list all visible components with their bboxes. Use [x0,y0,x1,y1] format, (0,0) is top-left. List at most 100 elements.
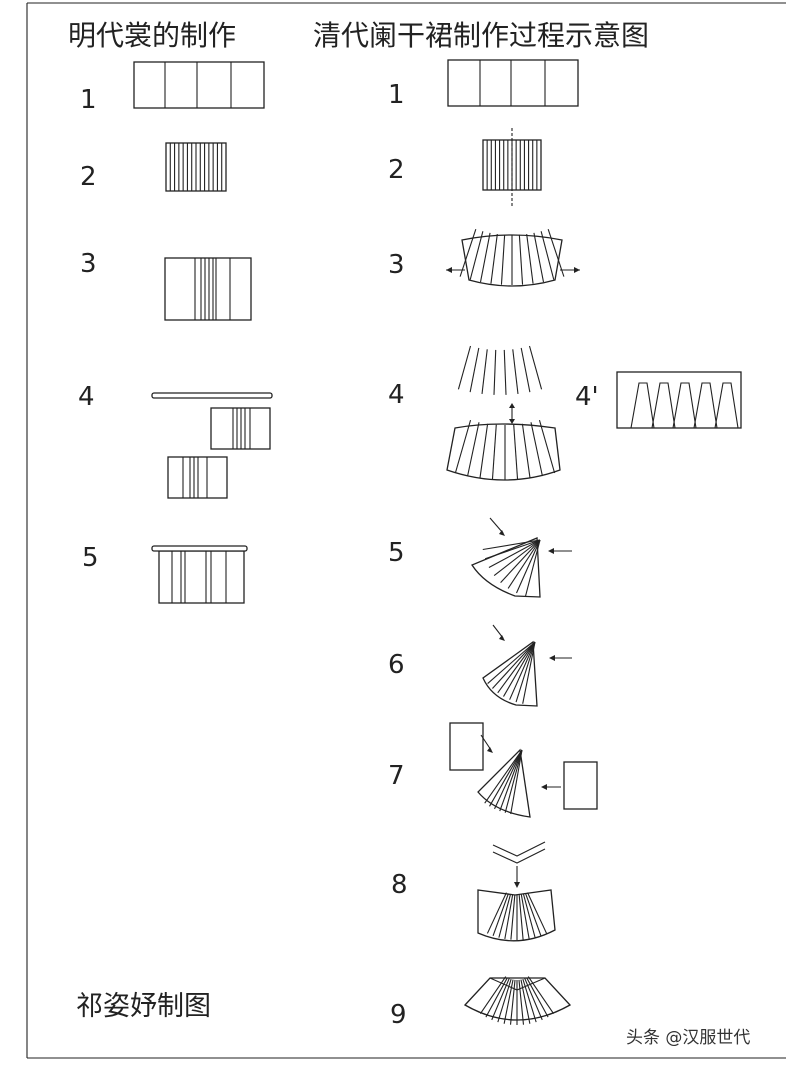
triangle-pleat [651,382,676,429]
pleat-line [497,978,512,1023]
pleat-line [510,749,523,815]
pleat-line [500,539,541,583]
pleat-line [528,345,543,390]
pleat-line [520,979,531,1024]
pleat-line [520,347,531,393]
qing-step-4-fan [446,420,561,481]
pleat-line [524,978,543,1021]
pleat-line [522,978,537,1023]
pleat-line [512,349,519,395]
pleat-line [498,894,512,938]
pleat-line [469,347,480,393]
pleat-line [485,977,508,1018]
triangle-pleat [693,382,718,429]
pleat-line [526,977,549,1018]
pleat-line [503,979,514,1024]
triangle-pleat [630,382,655,429]
pleat-line [524,539,541,597]
title-ming: 明代裳的制作 [68,19,236,52]
pleat-line [503,349,507,395]
right-step-7: 7 [388,761,405,791]
pleat-line [488,539,541,569]
right-step-2: 2 [388,155,405,185]
pleat-line [504,894,514,940]
pleat-line [489,749,523,807]
pleat-line [522,641,536,704]
pleat-line [469,231,484,280]
pleat-line [538,420,556,474]
pleat-line [515,641,536,703]
ming-step-4-waistband-panels [151,392,273,499]
ming-step-2-pleated [165,142,227,192]
qing-step-7-attach-panels [449,722,598,818]
pleat-line [479,976,507,1015]
right-step-5: 5 [388,538,405,568]
pleat-line [479,232,491,283]
left-step-3: 3 [80,249,97,279]
triangle-pleat [714,382,739,429]
pleat-line [481,349,488,395]
right-step-8: 8 [391,870,408,900]
arrow-icon [489,517,504,534]
qing-step-3-fan [446,228,580,287]
qing-step-8-waistband [477,841,556,942]
pleat-line [520,894,530,940]
pleat-line [518,234,524,285]
pleat-line [492,641,536,689]
right-step-4: 4 [388,380,405,410]
pleat-line [491,978,510,1021]
pleat-line [530,422,543,477]
pleat-line [467,422,480,477]
pleat-line [500,234,506,285]
pleat-line [521,423,531,479]
pleat-line [486,892,507,934]
right-step-3: 3 [388,250,405,280]
qing-step-9-finished-skirt [463,976,572,1025]
pleat-line [491,424,497,480]
ming-step-1-panels [133,61,265,109]
pleat-line [499,749,523,812]
pleat-line [490,233,498,284]
pleat-line [459,228,477,277]
right-step-4-prime: 4' [575,382,599,412]
pleat-line [493,539,541,576]
pleat-line [457,345,472,390]
right-step-6: 6 [388,650,405,680]
ming-step-3-panel [164,257,252,321]
pleat-line [484,539,541,560]
pleat-line [497,641,536,694]
pleat-line [504,749,523,813]
left-step-5: 5 [82,543,99,573]
pleat-line [527,976,555,1015]
ming-step-5-finished-skirt [151,545,248,604]
pleat-line [507,539,541,589]
pleat-line [484,749,523,804]
pleat-line [518,979,525,1025]
pleat-line [527,892,548,934]
watermark: 头条 @汉服世代 [626,1028,750,1048]
author-caption: 祁姿妤制图 [76,991,211,1022]
right-step-1: 1 [388,80,405,110]
qing-step-5-folding [471,517,572,598]
pleat-line [526,233,534,284]
pleat-line [510,894,516,940]
pleat-line [492,893,509,936]
pleat-line [454,420,472,474]
left-step-4: 4 [78,382,95,412]
left-step-2: 2 [80,162,97,192]
pleat-line [533,232,545,283]
triangle-pleat [672,382,697,429]
pleat-line [479,423,489,479]
double-arrow-icon [509,403,515,424]
pleat-line [516,539,541,594]
pleat-line [547,228,565,277]
pleat-line [518,894,524,940]
qing-step-1-panels [447,59,579,107]
right-step-9: 9 [390,1000,407,1030]
pleat-line [482,539,541,551]
pleat-line [493,349,497,395]
pleat-line [513,424,519,480]
pleat-line [509,979,516,1025]
qing-step-4-strips [457,345,543,395]
